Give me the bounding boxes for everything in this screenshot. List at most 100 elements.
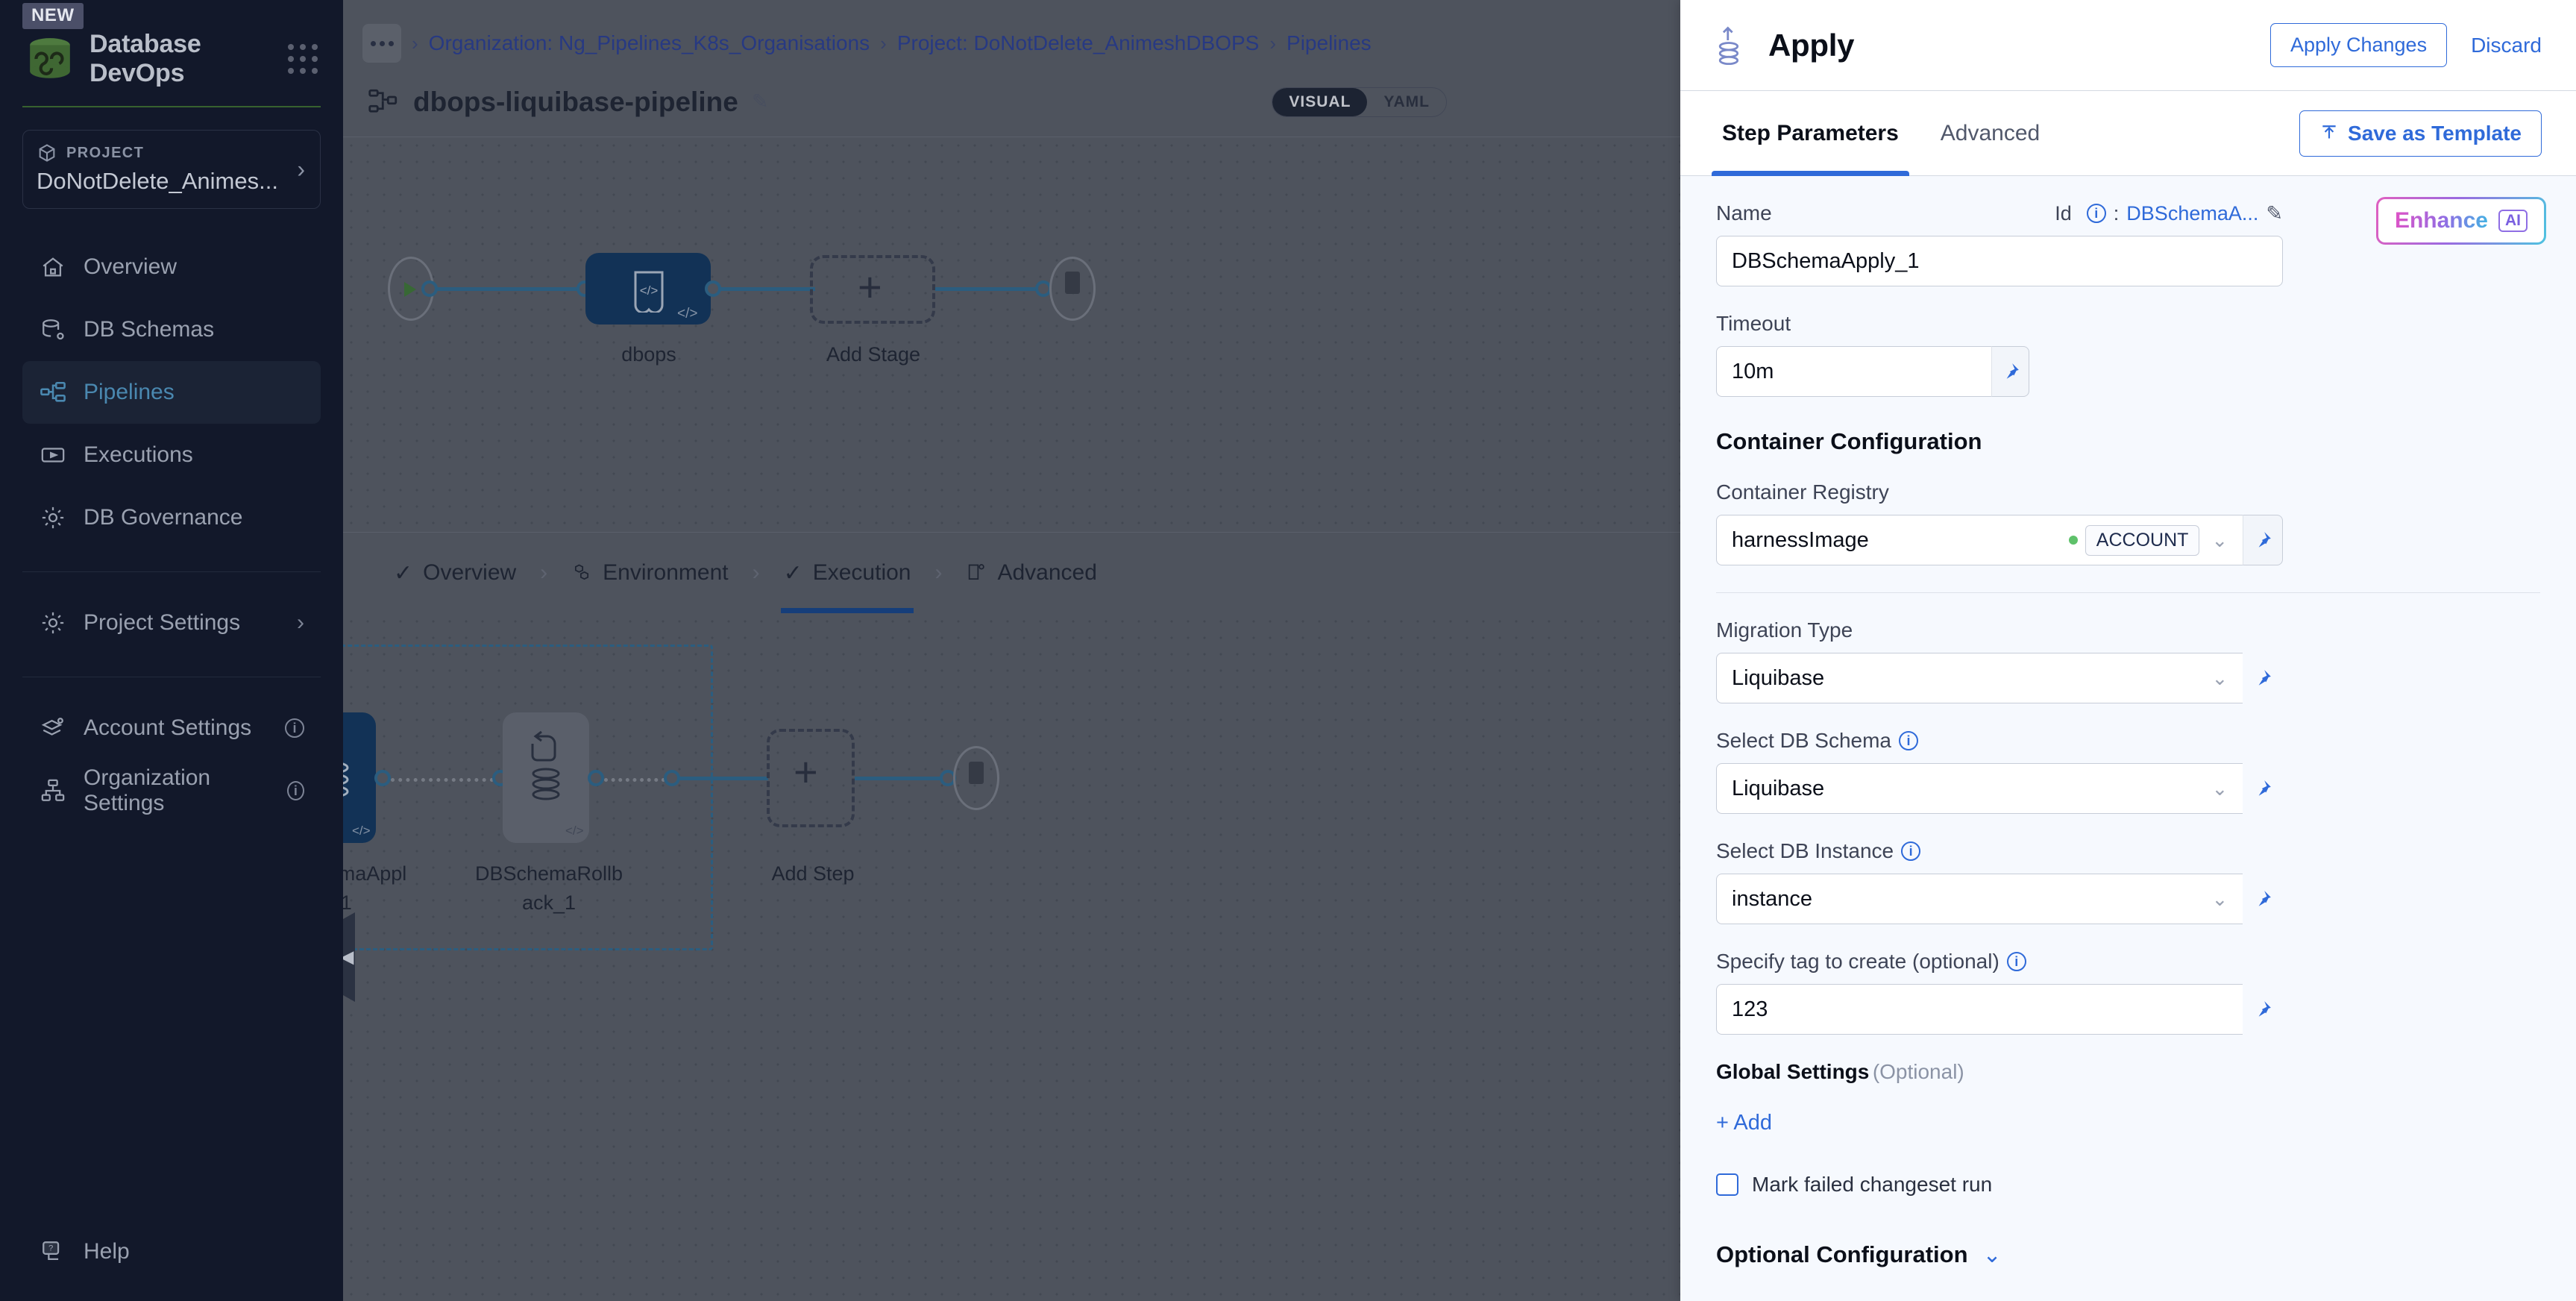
- sidebar-item-overview[interactable]: Overview: [22, 236, 321, 298]
- toggle-yaml[interactable]: YAML: [1383, 93, 1430, 110]
- sidebar-item-help[interactable]: ? Help: [22, 1220, 321, 1283]
- db-rollback-icon: [531, 730, 560, 800]
- new-badge: NEW: [22, 3, 84, 29]
- stage-node-dbops[interactable]: [585, 253, 711, 325]
- sidebar-item-organization-settings[interactable]: Organization Settings i: [22, 759, 321, 822]
- sidebar-item-executions[interactable]: Executions: [22, 424, 321, 486]
- pin-icon[interactable]: [2243, 515, 2283, 565]
- tab-advanced[interactable]: Advanced: [945, 533, 1117, 613]
- pin-icon[interactable]: [2243, 653, 2283, 703]
- pipeline-name: dbops-liquibase-pipeline: [413, 86, 738, 117]
- step-label: DBSchemaAppl y_1: [343, 862, 407, 915]
- project-selector[interactable]: PROJECT DoNotDelete_Animes... ›: [22, 130, 321, 209]
- sidebar-item-label: Overview: [84, 254, 178, 279]
- add-step-node[interactable]: [767, 729, 855, 827]
- pin-icon[interactable]: [2243, 763, 2283, 814]
- apply-changes-button[interactable]: Apply Changes: [2269, 23, 2448, 67]
- section-divider: [1716, 592, 2540, 593]
- info-icon[interactable]: i: [2086, 204, 2106, 223]
- stage-label: dbops: [621, 343, 676, 366]
- container-registry-input-wrap: harnessImage ACCOUNT ⌄: [1716, 515, 2283, 565]
- edge-add-to-end: [855, 777, 943, 780]
- breadcrumb-separator: ›: [1269, 31, 1277, 54]
- container-registry-input[interactable]: harnessImage ACCOUNT ⌄: [1716, 515, 2243, 565]
- sidebar-item-project-settings[interactable]: Project Settings ›: [22, 592, 321, 654]
- enhance-ai-button[interactable]: Enhance AI: [2376, 197, 2546, 245]
- canvas-collapse-handle[interactable]: ◀: [343, 912, 355, 1002]
- add-stage-node[interactable]: [810, 255, 935, 324]
- name-input[interactable]: DBSchemaApply_1: [1716, 236, 2283, 286]
- tab-step-parameters[interactable]: Step Parameters: [1712, 91, 1909, 176]
- pipeline-icon: [368, 89, 398, 113]
- step-end-node: [953, 746, 999, 810]
- info-icon[interactable]: i: [1899, 731, 1918, 750]
- save-as-template-label: Save as Template: [2348, 121, 2522, 145]
- sidebar-item-pipelines[interactable]: Pipelines: [22, 361, 321, 424]
- timeout-input[interactable]: 10m: [1716, 346, 1992, 397]
- tab-environment[interactable]: Environment: [550, 533, 749, 613]
- pin-icon[interactable]: [2243, 984, 2283, 1035]
- pin-icon[interactable]: [2243, 874, 2283, 924]
- optional-configuration-toggle[interactable]: Optional Configuration ⌄: [1716, 1241, 2540, 1268]
- info-icon[interactable]: i: [2006, 952, 2026, 971]
- container-registry-value: harnessImage: [1732, 527, 1869, 552]
- tab-label: Advanced: [997, 560, 1097, 585]
- thumbtack-icon: [2258, 1001, 2271, 1017]
- check-icon: ✓: [783, 560, 802, 586]
- edit-pencil-icon[interactable]: ✎: [751, 90, 769, 113]
- breadcrumb-more-icon[interactable]: [362, 24, 401, 63]
- gear-icon: [39, 504, 67, 532]
- save-as-template-button[interactable]: Save as Template: [2299, 110, 2542, 157]
- add-link[interactable]: + Add: [1716, 1111, 1772, 1135]
- tab-separator: ›: [752, 560, 760, 585]
- tab-overview[interactable]: ✓ Overview: [373, 533, 537, 613]
- step-node-dbschemaapply[interactable]: [343, 712, 376, 843]
- breadcrumb-separator: ›: [880, 31, 887, 54]
- step-config-panel: Apply Apply Changes Discard Step Paramet…: [1680, 0, 2576, 1301]
- sidebar-item-db-schemas[interactable]: DB Schemas: [22, 298, 321, 361]
- chevron-down-icon[interactable]: ⌄: [2211, 528, 2228, 551]
- mark-failed-changeset-checkbox[interactable]: [1716, 1173, 1738, 1196]
- breadcrumb-pipelines[interactable]: Pipelines: [1287, 31, 1372, 54]
- chevron-down-icon[interactable]: ⌄: [2211, 777, 2228, 800]
- optional-configuration-label: Optional Configuration: [1716, 1241, 1968, 1267]
- cube-icon: [39, 144, 55, 162]
- id-value: DBSchemaA...: [2126, 201, 2259, 225]
- tag-input[interactable]: 123: [1716, 984, 2243, 1035]
- edit-pencil-icon[interactable]: ✎: [2266, 201, 2283, 225]
- timeout-input-wrap: 10m: [1716, 346, 2029, 397]
- id-label: Id: [2055, 201, 2072, 225]
- discard-button[interactable]: Discard: [2471, 33, 2542, 57]
- mark-failed-changeset-row[interactable]: Mark failed changeset run: [1716, 1173, 2540, 1197]
- breadcrumb-organization[interactable]: Organization: Ng_Pipelines_K8s_Organisat…: [428, 31, 870, 54]
- sidebar-item-account-settings[interactable]: Account Settings i: [22, 697, 321, 759]
- migration-type-select[interactable]: Liquibase ⌄: [1716, 653, 2243, 703]
- db-instance-label: Select DB Instance: [1716, 839, 1894, 862]
- sidebar-item-db-governance[interactable]: DB Governance: [22, 486, 321, 549]
- chevron-down-icon[interactable]: ⌄: [2211, 666, 2228, 689]
- container-registry-row: Container Registry: [1716, 480, 2540, 504]
- chevron-down-icon[interactable]: ⌄: [2211, 887, 2228, 910]
- container-config-heading-row: Container Configuration: [1716, 428, 2540, 455]
- ai-chip: AI: [2498, 210, 2528, 232]
- thumbtack-icon: [2258, 891, 2271, 906]
- step-type-badge: </>: [352, 824, 371, 838]
- chevron-right-icon: ›: [297, 155, 305, 183]
- global-settings-row: Global Settings (Optional): [1716, 1060, 2540, 1084]
- name-label: Name: [1716, 201, 1772, 225]
- breadcrumb-project[interactable]: Project: DoNotDelete_AnimeshDBOPS: [896, 31, 1260, 54]
- brand-title: Database DevOps: [89, 30, 201, 87]
- info-icon[interactable]: i: [1901, 841, 1921, 861]
- enhance-label: Enhance: [2394, 208, 2488, 233]
- tab-advanced[interactable]: Advanced: [1940, 120, 2041, 145]
- app-switcher-icon[interactable]: [288, 44, 318, 74]
- tab-execution[interactable]: ✓ Execution: [763, 533, 932, 613]
- toggle-visual[interactable]: VISUAL: [1272, 87, 1368, 116]
- thumbtack-icon: [2006, 363, 2019, 379]
- db-schema-select[interactable]: Liquibase ⌄: [1716, 763, 2243, 814]
- pin-icon[interactable]: [1991, 346, 2029, 397]
- db-instance-select[interactable]: instance ⌄: [1716, 874, 2243, 924]
- tag-row: Specify tag to create (optional) i: [1716, 950, 2283, 974]
- view-mode-toggle[interactable]: VISUAL YAML: [1272, 87, 1447, 117]
- project-name: DoNotDelete_Animes...: [37, 168, 278, 194]
